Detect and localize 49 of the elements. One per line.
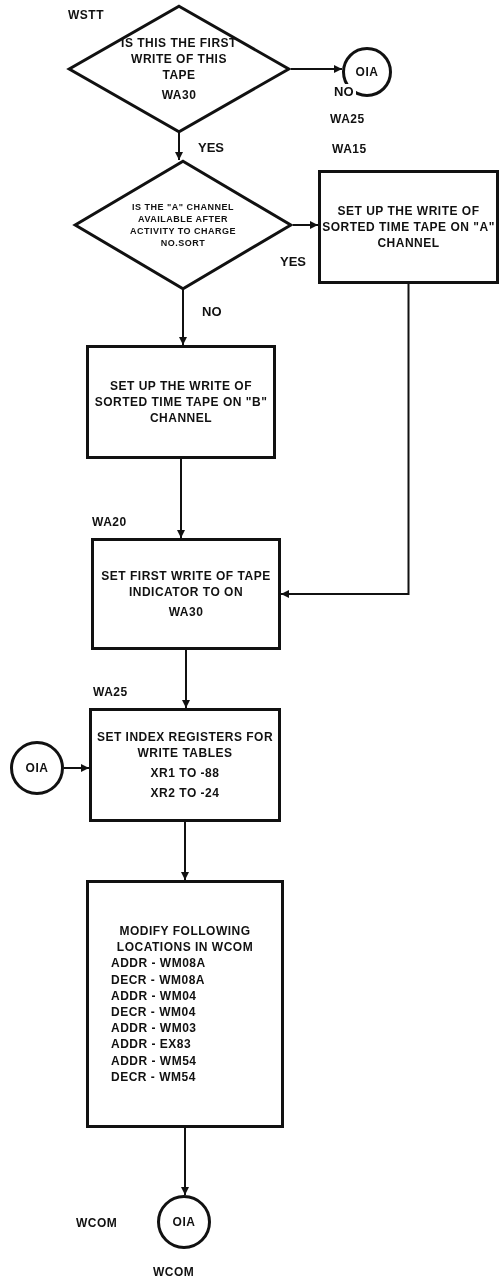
node-label: SET INDEX REGISTERS FOR WRITE TABLES bbox=[95, 728, 275, 761]
node-detail: DECR - WM54 bbox=[111, 1068, 197, 1085]
node-label: MODIFY FOLLOWING LOCATIONS IN WCOM bbox=[115, 923, 255, 956]
process-box bbox=[91, 538, 281, 650]
process-box bbox=[86, 880, 284, 1128]
node-label: SET UP THE WRITE OF SORTED TIME TAPE ON "B" CHANNEL bbox=[93, 377, 269, 427]
edge-label: YES bbox=[278, 254, 308, 269]
process-box bbox=[318, 170, 499, 284]
process-box bbox=[89, 708, 281, 822]
arrow bbox=[175, 132, 183, 161]
node-detail: WA30 bbox=[167, 604, 205, 621]
node-detail: XR1 TO -88 bbox=[149, 765, 221, 782]
node-label: OIA bbox=[354, 63, 380, 81]
node-detail: DECR - WM04 bbox=[111, 1004, 197, 1021]
node-label: IS THE "A" CHANNEL AVAILABLE AFTER ACTIVITY TO CHARGE NO.SORT bbox=[128, 200, 238, 250]
step-label: WSTT bbox=[68, 8, 104, 22]
node-detail: ADDR - WM03 bbox=[111, 1020, 198, 1037]
edge-label: YES bbox=[196, 140, 226, 155]
node-label: OIA bbox=[171, 1213, 197, 1231]
node-detail: ADDR - WM08A bbox=[111, 955, 207, 972]
step-label: WCOM bbox=[76, 1216, 118, 1230]
step-label: WA25 bbox=[330, 112, 365, 126]
arrow bbox=[182, 649, 190, 709]
connector-circle bbox=[10, 741, 64, 795]
step-label: WA25 bbox=[93, 685, 128, 699]
node-label: SET UP THE WRITE OF SORTED TIME TAPE ON "A" CHANNEL bbox=[321, 202, 496, 252]
arrow bbox=[181, 1127, 189, 1196]
node-detail: XR2 TO -24 bbox=[149, 785, 221, 802]
edge-label: NO bbox=[200, 304, 224, 319]
node-detail: ADDR - WM04 bbox=[111, 987, 198, 1004]
arrow bbox=[177, 458, 185, 539]
arrow bbox=[290, 65, 343, 73]
connector-circle bbox=[157, 1195, 211, 1249]
arrow bbox=[181, 821, 189, 881]
step-label: WA20 bbox=[92, 515, 127, 529]
edge-label: NO bbox=[332, 84, 356, 99]
node-detail: ADDR - WM54 bbox=[111, 1052, 198, 1069]
node-detail: ADDR - EX83 bbox=[111, 1036, 193, 1053]
arrow bbox=[280, 283, 410, 598]
node-detail: WA30 bbox=[160, 87, 198, 104]
process-box bbox=[86, 345, 276, 459]
step-label: WA15 bbox=[332, 142, 367, 156]
node-label: OIA bbox=[24, 759, 50, 777]
arrow bbox=[63, 764, 90, 772]
arrow bbox=[292, 221, 319, 229]
arrow bbox=[179, 289, 187, 346]
node-label: SET FIRST WRITE OF TAPE INDICATOR TO ON bbox=[100, 567, 272, 601]
node-detail: DECR - WM08A bbox=[111, 971, 206, 988]
step-label: WCOM bbox=[153, 1265, 195, 1279]
